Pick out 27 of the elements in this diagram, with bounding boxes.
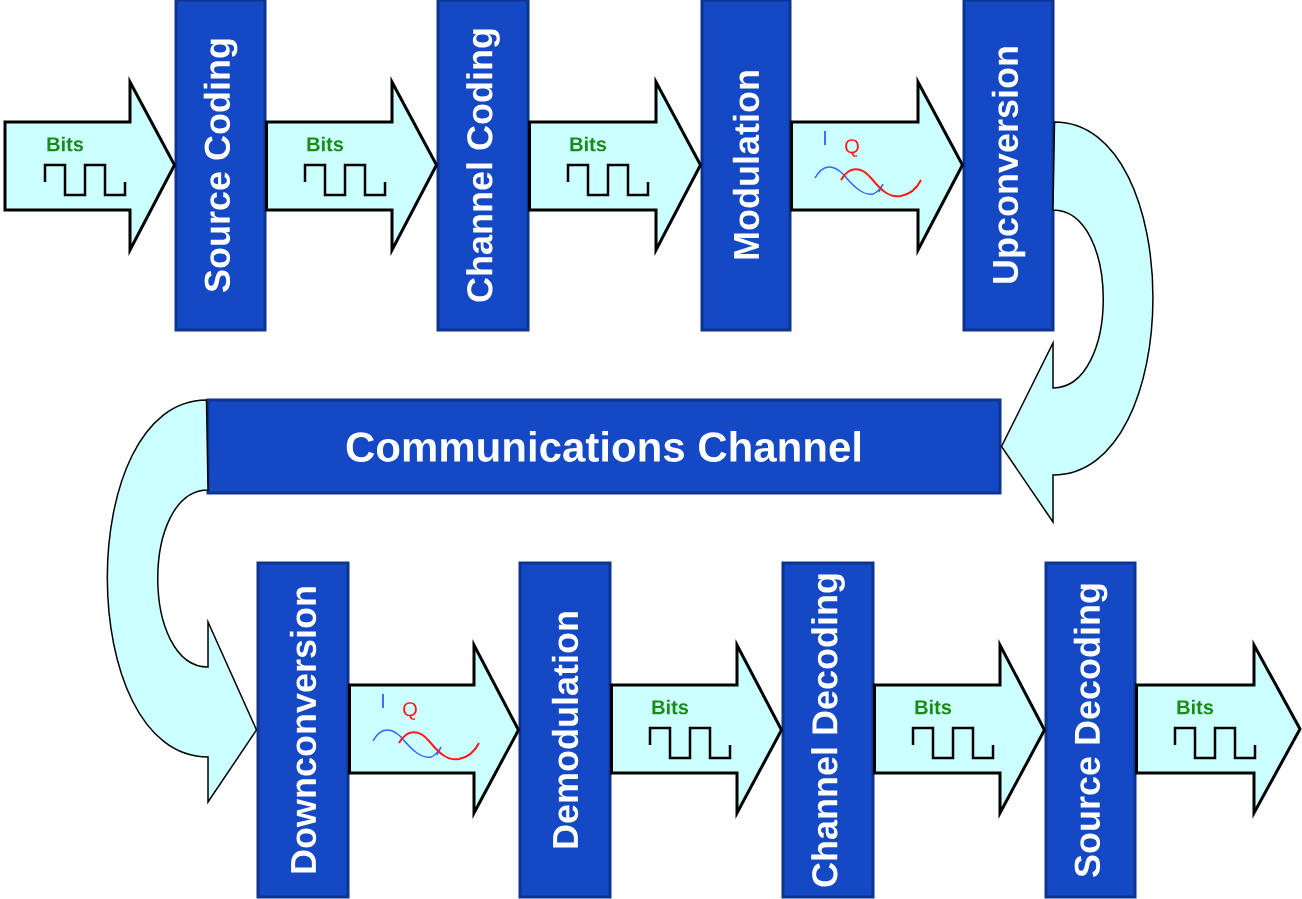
block-arrow (528, 76, 703, 257)
block-arrow (610, 638, 784, 819)
block-arrow (348, 638, 521, 819)
edge-label: Bits (47, 136, 84, 152)
block-arrow (3, 76, 177, 257)
edge-label: Bits (652, 699, 689, 715)
process-box: Source Coding (174, 0, 267, 332)
process-box: Channel Coding (436, 0, 530, 332)
edge-label: Bits (570, 136, 607, 152)
block-arrow (873, 638, 1047, 819)
block-arrow (1135, 639, 1302, 819)
signal-label: I (824, 131, 826, 145)
process-box: Source Decoding (1044, 561, 1137, 899)
process-box: Modulation (700, 0, 792, 332)
process-box: Upconversion (962, 0, 1055, 332)
edge-label: Bits (1177, 699, 1214, 715)
signal-label: Q (845, 139, 859, 157)
edge-label: Bits (307, 136, 344, 152)
process-box: Channel Decoding (781, 561, 875, 899)
signal-label: I (382, 694, 384, 708)
signal-label: Q (403, 702, 417, 720)
process-box: Downconversion (256, 561, 350, 899)
edge-label: Bits (915, 699, 952, 715)
process-box: Communications Channel (206, 398, 1002, 495)
block-arrow (265, 76, 439, 257)
block-arrow (790, 76, 965, 257)
process-box: Demodulation (518, 561, 612, 899)
